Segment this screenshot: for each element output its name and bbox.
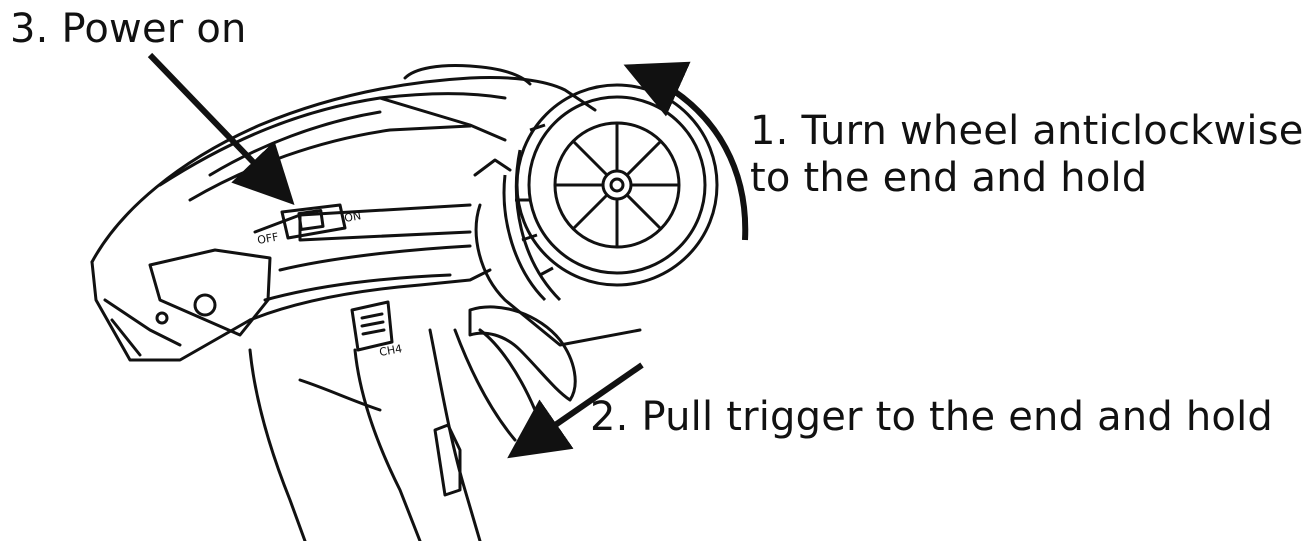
step1-label: 1. Turn wheel anticlockwise to the end a… xyxy=(750,108,1304,202)
ch4-label: CH4 xyxy=(378,342,403,359)
step3-text: 3. Power on xyxy=(10,6,247,52)
step2-text: 2. Pull trigger to the end and hold xyxy=(590,394,1273,440)
step1-text-line1: 1. Turn wheel anticlockwise xyxy=(750,108,1304,154)
power-off-label: OFF xyxy=(256,230,279,247)
step2-label: 2. Pull trigger to the end and hold xyxy=(590,394,1273,441)
step1-curved-arrow-icon xyxy=(623,61,749,241)
transmitter-body xyxy=(90,64,642,541)
step2-arrow-icon xyxy=(507,362,644,459)
step1-text-line2: to the end and hold xyxy=(750,155,1148,202)
power-on-label: ON xyxy=(343,209,362,225)
steering-wheel xyxy=(502,83,719,302)
step3-label: 3. Power on xyxy=(10,6,247,53)
step3-arrow-icon xyxy=(147,52,295,205)
